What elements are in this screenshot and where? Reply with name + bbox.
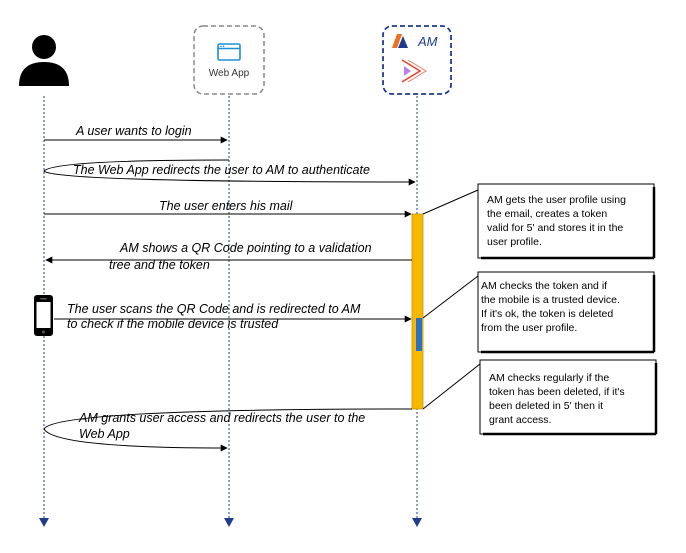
message-label-4-line-2: tree and the token xyxy=(109,258,210,272)
am-participant: AM xyxy=(382,25,452,95)
browser-window-icon xyxy=(217,43,241,61)
note-1: AM gets the user profile using the email… xyxy=(422,183,656,260)
am-logo-icon xyxy=(392,34,408,48)
message-label-5-line-2: to check if the mobile device is trusted xyxy=(67,317,279,331)
message-label-4: AM shows a QR Code pointing to a validat… xyxy=(109,241,375,272)
message-label-1: A user wants to login xyxy=(75,124,192,138)
message-arrow-6 xyxy=(43,408,413,452)
note-3-text: AM checks regularly if the token has bee… xyxy=(489,372,628,426)
lifeline-webapp-end-arrow xyxy=(224,518,234,527)
message-label-4-line-1: AM shows a QR Code pointing to a validat… xyxy=(119,241,372,255)
message-label-3: The user enters his mail xyxy=(159,199,294,213)
message-label-6-line-2: Web App xyxy=(79,427,130,441)
note-3: AM checks regularly if the token has bee… xyxy=(422,359,658,436)
message-label-5: The user scans the QR Code and is redire… xyxy=(67,302,364,331)
webapp-label: Web App xyxy=(209,68,250,79)
note-2-text: AM checks the token and if the mobile is… xyxy=(481,280,623,334)
message-label-1-line-1: A user wants to login xyxy=(75,124,192,138)
message-label-2: The Web App redirects the user to AM to … xyxy=(73,163,370,177)
message-label-2-line-1: The Web App redirects the user to AM to … xyxy=(73,163,370,177)
am-nested-activation-bar xyxy=(416,318,422,351)
user-icon xyxy=(19,35,69,86)
message-label-3-line-1: The user enters his mail xyxy=(159,199,294,213)
message-label-6: AM grants user access and redirects the … xyxy=(78,411,369,441)
note-2: AM checks the token and if the mobile is… xyxy=(422,271,656,354)
webapp-participant: Web App xyxy=(193,25,265,95)
lifeline-am-end-arrow xyxy=(412,518,422,527)
gravitee-logo-icon xyxy=(401,59,427,83)
message-label-6-line-1: AM grants user access and redirects the … xyxy=(78,411,365,425)
am-activation-bar xyxy=(411,213,424,410)
message-label-5-line-1: The user scans the QR Code and is redire… xyxy=(67,302,361,316)
note-1-text: AM gets the user profile using the email… xyxy=(487,194,629,248)
am-label: AM xyxy=(417,34,438,49)
mobile-phone-icon xyxy=(34,295,53,336)
message-arrow-2 xyxy=(43,159,416,186)
lifeline-user-end-arrow xyxy=(39,518,49,527)
